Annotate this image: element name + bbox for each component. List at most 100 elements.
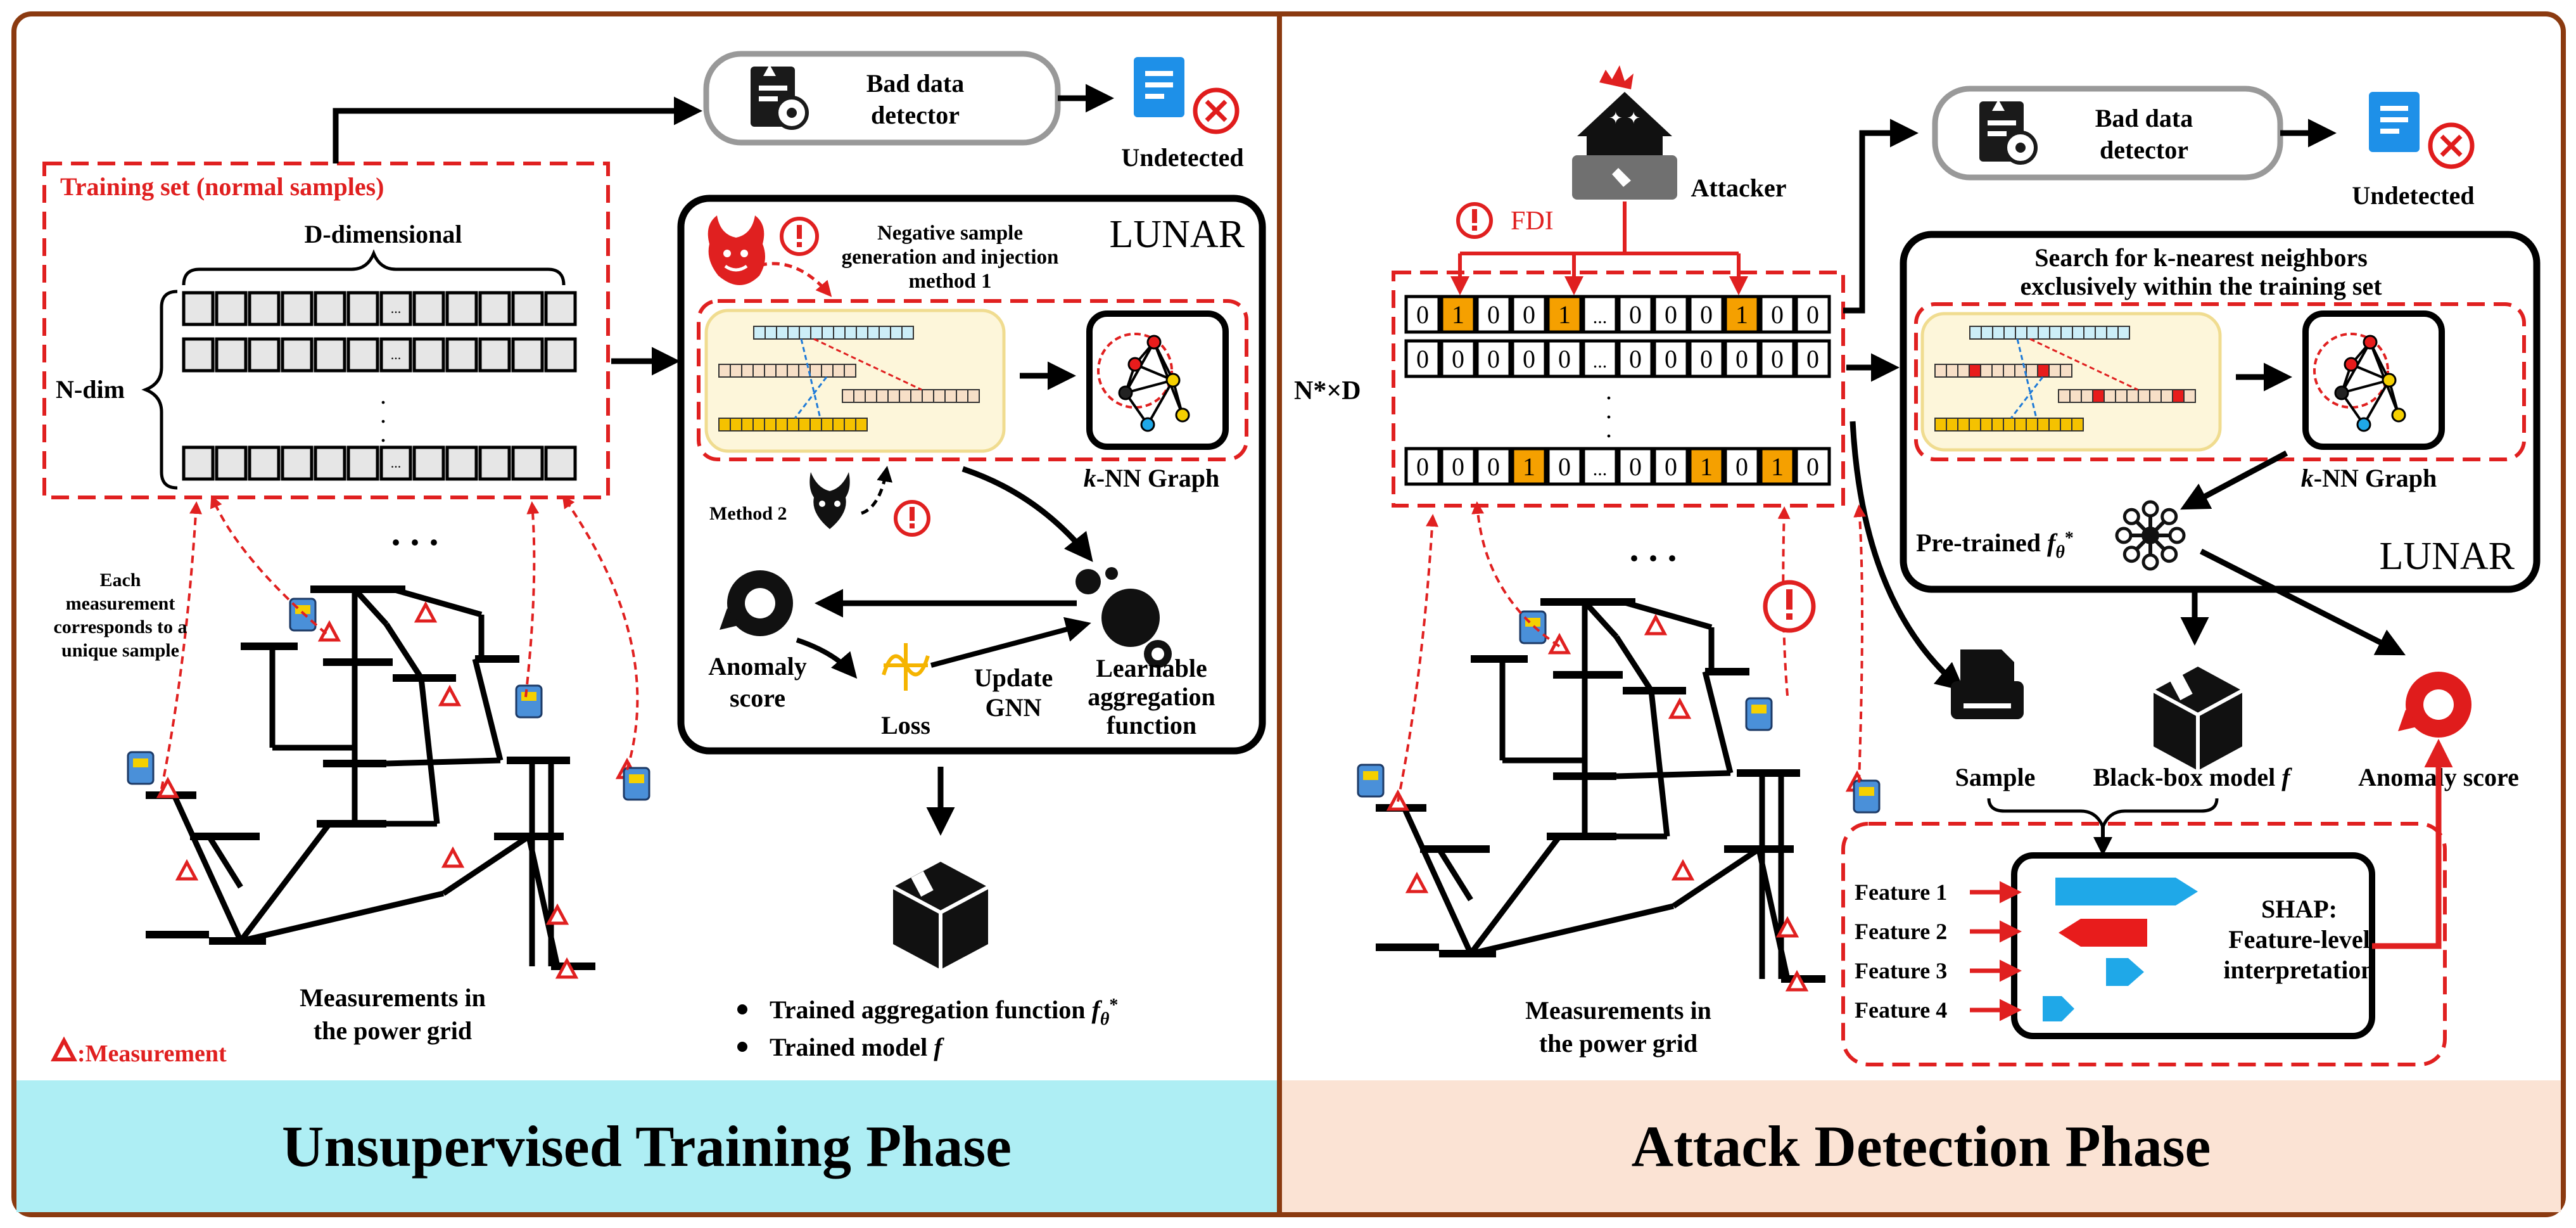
matrix-cell bbox=[1617, 339, 1654, 378]
right-embedding-panel bbox=[1920, 312, 2222, 452]
shap-feature-label: Feature 1 bbox=[1855, 879, 1947, 905]
arrow-lunar-to-anomaly bbox=[2199, 548, 2406, 656]
training-matrix: ......... bbox=[182, 291, 577, 481]
measurement-triangle bbox=[1644, 613, 1668, 636]
document-gear-icon bbox=[751, 65, 809, 130]
embedding-cell bbox=[730, 418, 742, 432]
fdi-warning-icon bbox=[1456, 202, 1493, 239]
embedding-cell bbox=[844, 418, 856, 432]
bullet1-text: Trained aggregation function bbox=[770, 995, 1092, 1024]
embedding-cell bbox=[1934, 364, 1947, 378]
matrix-cell bbox=[478, 291, 511, 326]
matrix-cell bbox=[182, 291, 215, 326]
grid-line bbox=[239, 890, 445, 944]
matrix-cell-value: 0 bbox=[1665, 300, 1677, 329]
shap-feature-label: Feature 3 bbox=[1855, 958, 1947, 983]
matrix-cell bbox=[1546, 447, 1583, 486]
measurement-link bbox=[524, 501, 540, 698]
update-gnn-line2: GNN bbox=[986, 693, 1042, 722]
measurement-link bbox=[160, 501, 203, 790]
embedding-cell bbox=[2015, 326, 2027, 340]
embedding-cell bbox=[844, 326, 857, 340]
arrow-test-to-sample bbox=[1850, 421, 1965, 691]
meter-icon bbox=[623, 767, 650, 801]
arrow-to-left-bdd bbox=[333, 96, 702, 163]
measurement-triangle bbox=[1785, 969, 1809, 992]
embedding-cell bbox=[752, 364, 765, 378]
shap-line3: interpretation bbox=[2223, 956, 2375, 984]
embedding-cell bbox=[1980, 418, 1993, 432]
n-dim-brace bbox=[141, 290, 178, 490]
matrix-cell bbox=[544, 445, 577, 481]
grid-dots-right: . . . bbox=[1630, 527, 1677, 569]
loss-icon bbox=[882, 643, 930, 691]
graph-node bbox=[1127, 357, 1143, 372]
anomaly-score-icon bbox=[720, 570, 793, 636]
embedding-cell bbox=[956, 389, 968, 403]
matrix-ellipsis: ... bbox=[391, 347, 402, 362]
matrix-cell-value: 0 bbox=[1558, 452, 1571, 481]
embedding-cell bbox=[1934, 418, 1947, 432]
shap-bar-feature-4 bbox=[2043, 996, 2074, 1021]
embedding-cell bbox=[2060, 326, 2073, 340]
left-bdd-line2: detector bbox=[871, 101, 960, 129]
left-knn-nodes bbox=[1097, 333, 1190, 432]
matrix-cell bbox=[1688, 339, 1725, 378]
neg-sample-line2: generation and injection bbox=[842, 246, 1059, 269]
learnable-line2: aggregation bbox=[1088, 682, 1215, 711]
grid-dots-left: . . . bbox=[391, 511, 439, 553]
graph-node bbox=[2391, 407, 2406, 423]
embedding-cell bbox=[2026, 418, 2038, 432]
embedding-cell bbox=[2117, 326, 2130, 340]
aggregation-function-icon bbox=[1075, 567, 1172, 668]
left-knn-label: k-NN Graph bbox=[1084, 464, 1219, 492]
embedding-cell bbox=[2049, 326, 2062, 340]
meter-display bbox=[1363, 771, 1378, 780]
right-knn-label: k-NN Graph bbox=[2301, 464, 2437, 492]
embedding-cell bbox=[741, 364, 754, 378]
matrix-cell bbox=[346, 291, 379, 326]
matrix-cell-value: 0 bbox=[1735, 452, 1748, 481]
measurement-link bbox=[210, 495, 327, 635]
shap-bar-feature-2 bbox=[2059, 919, 2147, 947]
matrix-cell bbox=[1794, 339, 1831, 378]
shap-bar-feature-3 bbox=[2106, 958, 2144, 986]
grid-line bbox=[1616, 770, 1731, 779]
embedding-cell bbox=[2026, 326, 2039, 340]
embedding-cell bbox=[787, 364, 799, 378]
embedding-cell bbox=[2071, 418, 2084, 432]
measurement-triangle bbox=[438, 684, 462, 707]
matrix-cell-value: 1 bbox=[1452, 300, 1464, 329]
method2-label: Method 2 bbox=[709, 503, 787, 524]
matrix-cell-value: 0 bbox=[1665, 345, 1677, 373]
matrix-cell bbox=[412, 291, 445, 326]
embedding-cell bbox=[2003, 326, 2016, 340]
matrix-cell bbox=[1440, 447, 1476, 486]
embedding-cell bbox=[2103, 389, 2116, 403]
matrix-cell bbox=[544, 337, 577, 373]
brace-to-shap bbox=[1987, 798, 2219, 831]
graph-node bbox=[1165, 373, 1181, 388]
matrix-cell bbox=[1511, 447, 1547, 486]
bullet-trained-aggregation: Trained aggregation function fθ* bbox=[770, 995, 1118, 1029]
embedding-cell bbox=[899, 389, 911, 403]
matrix-cell bbox=[248, 337, 281, 373]
embedding-cell bbox=[1946, 418, 1958, 432]
matrix-cell bbox=[445, 337, 478, 373]
graph-edge bbox=[1125, 379, 1174, 394]
graph-node bbox=[2382, 373, 2397, 388]
matrix-cell-value: ... bbox=[1593, 459, 1608, 480]
network-node bbox=[2168, 527, 2186, 544]
document-gear-icon-right bbox=[1979, 99, 2038, 165]
right-bdd-line1: Bad data bbox=[2095, 104, 2193, 132]
matrix-cell bbox=[314, 445, 346, 481]
matrix-cell bbox=[248, 445, 281, 481]
warning-icon bbox=[780, 217, 819, 256]
grid-line bbox=[1469, 903, 1675, 957]
graph-node bbox=[1146, 335, 1162, 350]
matrix-cell bbox=[1475, 339, 1512, 378]
measurement-triangle bbox=[1547, 632, 1571, 655]
neighbor-radius bbox=[2313, 333, 2389, 409]
shap-feature-label: Feature 4 bbox=[1855, 997, 1947, 1023]
